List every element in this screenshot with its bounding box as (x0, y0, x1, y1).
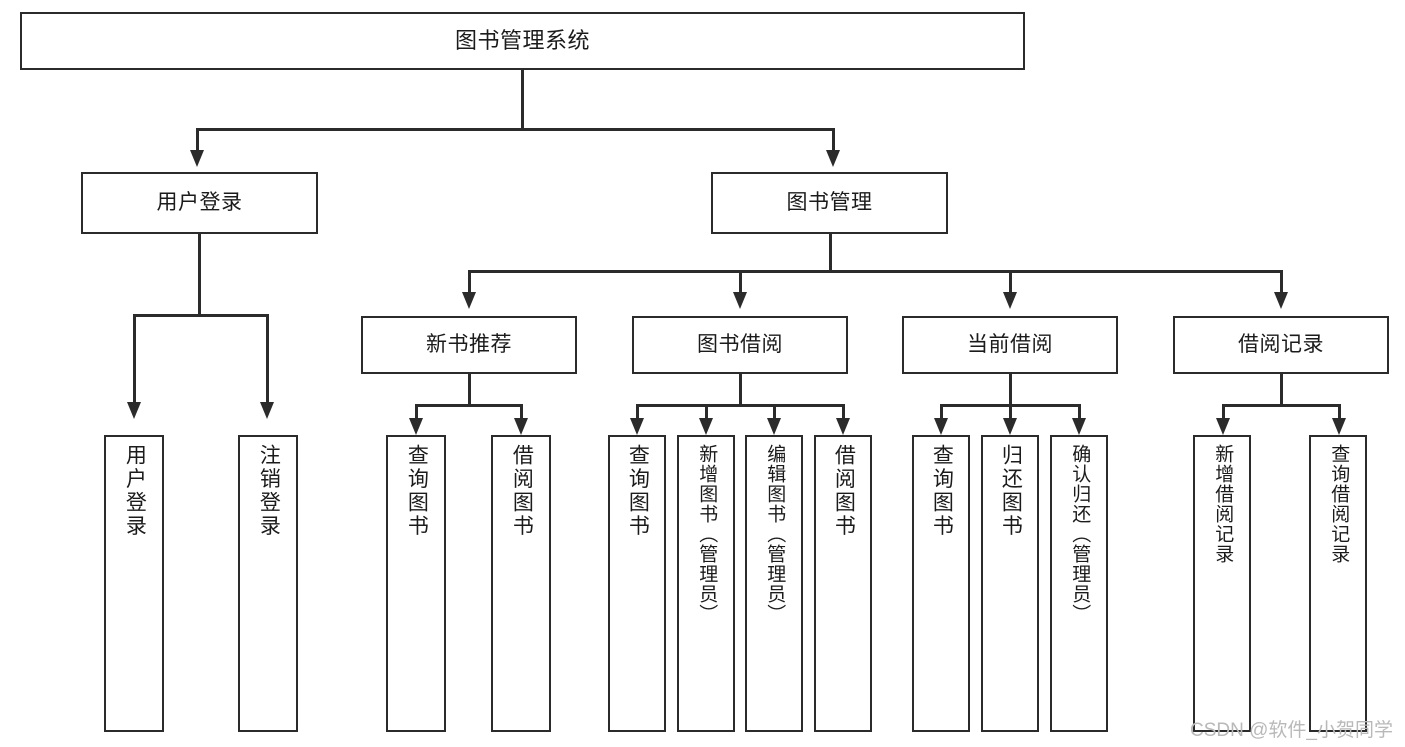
node-leaf-add-record-label: 新增借阅记录 (1212, 444, 1234, 564)
node-leaf-query-book-1-label: 查询图书 (405, 444, 429, 538)
node-leaf-query-book-3[interactable]: 查询图书 (912, 435, 970, 732)
connector-book-borrow-drop-2 (705, 404, 708, 420)
connector-to-book-borrow (739, 270, 742, 294)
arrowhead-leaf-confirm-return (1072, 418, 1086, 435)
node-leaf-add-book[interactable]: 新增图书（管理员） (677, 435, 735, 732)
node-leaf-edit-book-label: 编辑图书（管理员） (764, 444, 786, 624)
node-leaf-query-record-label: 查询借阅记录 (1328, 444, 1350, 564)
node-new-book-recommend[interactable]: 新书推荐 (361, 316, 577, 374)
node-borrow-record[interactable]: 借阅记录 (1173, 316, 1389, 374)
node-current-borrow[interactable]: 当前借阅 (902, 316, 1118, 374)
node-leaf-user-login-label: 用户登录 (123, 444, 147, 538)
node-leaf-return-book-label: 归还图书 (999, 444, 1023, 538)
connector-to-user-login (196, 128, 199, 152)
connector-to-current-borrow (1009, 270, 1012, 294)
connector-new-book-rec-bus (415, 404, 523, 407)
node-current-borrow-label: 当前借阅 (967, 332, 1053, 356)
arrowhead-leaf-user-login (127, 402, 141, 419)
connector-level1-bus (196, 128, 834, 131)
connector-book-borrow-bus (636, 404, 844, 407)
arrowhead-leaf-borrow-book-1 (514, 418, 528, 435)
connector-new-book-rec-drop-1 (415, 404, 418, 420)
node-leaf-user-login[interactable]: 用户登录 (104, 435, 164, 732)
connector-to-new-book-rec (468, 270, 471, 294)
connector-current-borrow-drop-1 (940, 404, 943, 420)
connector-borrow-record-bus (1222, 404, 1340, 407)
arrowhead-to-book-borrow (733, 292, 747, 309)
connector-borrow-record-stem (1280, 374, 1283, 406)
connector-new-book-rec-drop-2 (520, 404, 523, 420)
arrowhead-leaf-query-book-2 (630, 418, 644, 435)
node-user-login-label: 用户登录 (156, 190, 243, 214)
connector-user-login-drop-1 (133, 314, 136, 404)
connector-book-borrow-drop-3 (773, 404, 776, 420)
node-leaf-confirm-return-label: 确认归还（管理员） (1069, 444, 1091, 624)
connector-book-manage-stem (829, 234, 832, 272)
node-leaf-query-book-2-label: 查询图书 (626, 444, 650, 538)
node-leaf-borrow-book-1[interactable]: 借阅图书 (491, 435, 551, 732)
connector-book-borrow-stem (739, 374, 742, 406)
node-user-login[interactable]: 用户登录 (81, 172, 318, 234)
node-root-system-label: 图书管理系统 (454, 28, 590, 54)
connector-user-login-drop-2 (266, 314, 269, 404)
connector-borrow-record-drop-2 (1338, 404, 1341, 420)
node-leaf-query-book-3-label: 查询图书 (930, 444, 954, 538)
node-leaf-edit-book[interactable]: 编辑图书（管理员） (745, 435, 803, 732)
arrowhead-leaf-user-logout (260, 402, 274, 419)
connector-new-book-rec-stem (468, 374, 471, 406)
arrowhead-leaf-return-book (1003, 418, 1017, 435)
node-root-system[interactable]: 图书管理系统 (20, 12, 1025, 70)
node-leaf-user-logout-label: 注销登录 (257, 444, 281, 538)
connector-book-borrow-drop-4 (842, 404, 845, 420)
arrowhead-leaf-add-book (699, 418, 713, 435)
node-leaf-add-book-label: 新增图书（管理员） (696, 444, 718, 624)
connector-level2-bus (468, 270, 1282, 273)
node-leaf-query-record[interactable]: 查询借阅记录 (1309, 435, 1367, 732)
arrowhead-leaf-query-book-3 (934, 418, 948, 435)
arrowhead-to-book-manage (826, 150, 840, 167)
node-book-manage[interactable]: 图书管理 (711, 172, 948, 234)
node-leaf-confirm-return[interactable]: 确认归还（管理员） (1050, 435, 1108, 732)
node-new-book-recommend-label: 新书推荐 (426, 332, 512, 356)
arrowhead-to-user-login (190, 150, 204, 167)
arrowhead-to-current-borrow (1003, 292, 1017, 309)
node-leaf-query-book-1[interactable]: 查询图书 (386, 435, 446, 732)
connector-user-login-stem (198, 234, 201, 316)
connector-to-book-manage (832, 128, 835, 152)
connector-current-borrow-drop-3 (1078, 404, 1081, 420)
connector-user-login-bus (133, 314, 268, 317)
node-book-borrow[interactable]: 图书借阅 (632, 316, 848, 374)
node-leaf-query-book-2[interactable]: 查询图书 (608, 435, 666, 732)
node-leaf-add-record[interactable]: 新增借阅记录 (1193, 435, 1251, 732)
arrowhead-leaf-query-book-1 (409, 418, 423, 435)
node-book-manage-label: 图书管理 (786, 190, 873, 214)
node-leaf-return-book[interactable]: 归还图书 (981, 435, 1039, 732)
node-leaf-borrow-book-2-label: 借阅图书 (832, 444, 856, 538)
arrowhead-to-new-book-rec (462, 292, 476, 309)
node-leaf-borrow-book-1-label: 借阅图书 (510, 444, 534, 538)
connector-book-borrow-drop-1 (636, 404, 639, 420)
connector-to-borrow-record (1280, 270, 1283, 294)
arrowhead-to-borrow-record (1274, 292, 1288, 309)
arrowhead-leaf-edit-book (767, 418, 781, 435)
connector-root-stem (521, 70, 524, 130)
csdn-watermark: CSDN @软件_小贺同学 (1190, 715, 1393, 742)
node-leaf-user-logout[interactable]: 注销登录 (238, 435, 298, 732)
arrowhead-leaf-add-record (1216, 418, 1230, 435)
node-borrow-record-label: 借阅记录 (1238, 332, 1324, 356)
node-leaf-borrow-book-2[interactable]: 借阅图书 (814, 435, 872, 732)
arrowhead-leaf-query-record (1332, 418, 1346, 435)
connector-current-borrow-drop-2 (1009, 404, 1012, 420)
csdn-watermark-text: CSDN @软件_小贺同学 (1190, 720, 1393, 741)
arrowhead-leaf-borrow-book-2 (836, 418, 850, 435)
connector-borrow-record-drop-1 (1222, 404, 1225, 420)
node-book-borrow-label: 图书借阅 (697, 332, 783, 356)
connector-current-borrow-stem (1009, 374, 1012, 406)
